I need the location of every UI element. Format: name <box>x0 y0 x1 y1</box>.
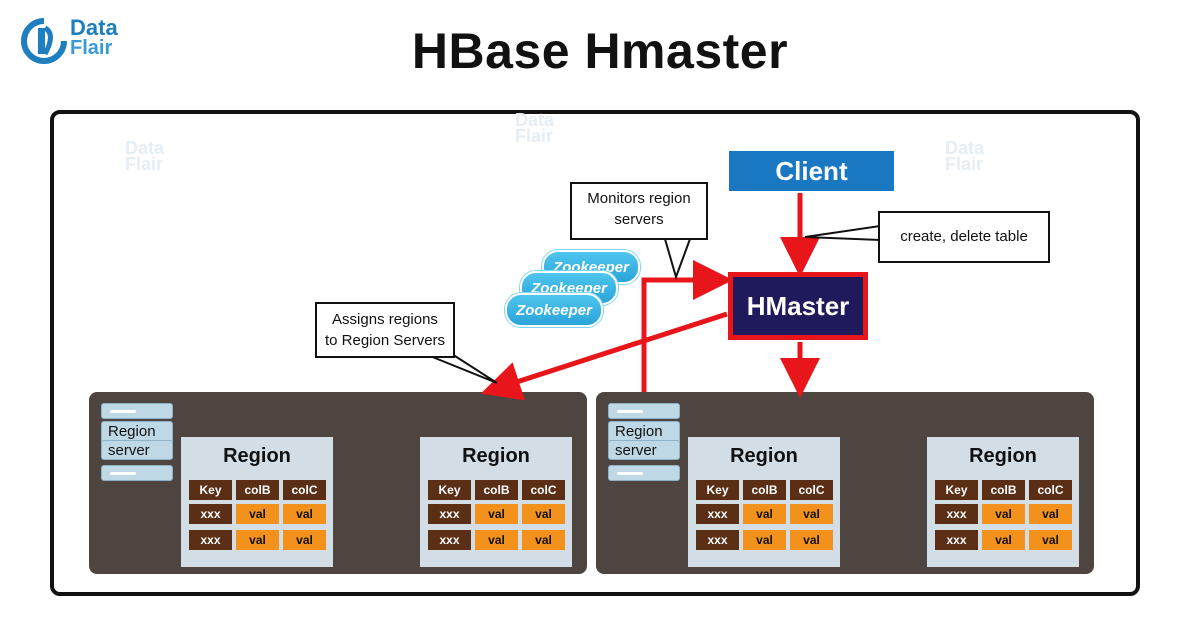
region-server-box: Region server Region Key colB colC xxx v… <box>596 392 1094 574</box>
header-colb: colB <box>743 480 786 500</box>
header-colc: colC <box>283 480 326 500</box>
server-rack-icon <box>101 403 173 419</box>
dataflair-logo: Data Flair <box>20 14 140 66</box>
server-rack-icon <box>608 403 680 419</box>
cell-key: xxx <box>696 530 739 550</box>
cell-val: val <box>743 504 786 524</box>
header-colb: colB <box>236 480 279 500</box>
region-title: Region <box>223 445 291 467</box>
callout-assigns-regions: Assigns regions to Region Servers <box>315 302 455 358</box>
callout-assign-line2: to Region Servers <box>324 332 446 349</box>
cell-val: val <box>522 504 565 524</box>
cell-val: val <box>236 504 279 524</box>
region-box: Region Key colB colC xxx val val xxx val… <box>181 437 333 567</box>
region-title: Region <box>969 445 1037 467</box>
header-key: Key <box>696 480 739 500</box>
dataflair-logo-text: Data Flair <box>70 15 118 59</box>
arrow-hmaster-to-left-server <box>480 311 728 401</box>
cell-val: val <box>236 530 279 550</box>
callout-create-delete-table: create, delete table <box>878 211 1050 263</box>
page-title: HBase Hmaster <box>411 23 789 79</box>
server-rack-icon <box>608 465 680 481</box>
cell-val: val <box>1029 504 1072 524</box>
cell-key: xxx <box>189 504 232 524</box>
cell-val: val <box>1029 530 1072 550</box>
cell-val: val <box>743 530 786 550</box>
callout-monitors-region-servers: Monitors region servers <box>570 182 708 240</box>
region-server-label-2: server <box>101 440 173 460</box>
cell-key: xxx <box>935 504 978 524</box>
dataflair-logo-icon <box>21 17 68 64</box>
header-colc: colC <box>790 480 833 500</box>
callout-monitor-line1: Monitors region <box>587 190 691 207</box>
header-colb: colB <box>475 480 518 500</box>
header-key: Key <box>428 480 471 500</box>
cell-val: val <box>475 504 518 524</box>
cell-val: val <box>982 504 1025 524</box>
region-title: Region <box>462 445 530 467</box>
header-key: Key <box>935 480 978 500</box>
callout-pointer-monitor <box>663 238 692 281</box>
zookeeper-node: Zookeeper <box>505 293 603 327</box>
cell-val: val <box>790 530 833 550</box>
cell-val: val <box>475 530 518 550</box>
cell-key: xxx <box>428 530 471 550</box>
callout-assign-line1: Assigns regions <box>332 311 438 328</box>
cell-key: xxx <box>189 530 232 550</box>
region-box: Region Key colB colC xxx val val xxx val… <box>688 437 840 567</box>
cell-val: val <box>283 530 326 550</box>
cell-key: xxx <box>428 504 471 524</box>
callout-pointer-assign <box>429 355 498 384</box>
region-title: Region <box>730 445 798 467</box>
logo-line2: Flair <box>70 37 113 59</box>
arrow-monitor-region-servers <box>641 260 733 392</box>
header-key: Key <box>189 480 232 500</box>
cell-key: xxx <box>696 504 739 524</box>
region-box: Region Key colB colC xxx val val xxx val… <box>420 437 572 567</box>
header-colb: colB <box>982 480 1025 500</box>
cell-val: val <box>283 504 326 524</box>
header-colc: colC <box>1029 480 1072 500</box>
cell-key: xxx <box>935 530 978 550</box>
logo-line1: Data <box>70 15 118 40</box>
hmaster-box: HMaster <box>728 272 868 340</box>
callout-monitor-line2: servers <box>614 211 664 228</box>
cell-val: val <box>790 504 833 524</box>
client-box: Client <box>729 151 894 191</box>
cell-val: val <box>522 530 565 550</box>
cell-val: val <box>982 530 1025 550</box>
server-rack-icon <box>101 465 173 481</box>
region-box: Region Key colB colC xxx val val xxx val… <box>927 437 1079 567</box>
region-server-label-2: server <box>608 440 680 460</box>
region-server-box: Region server Region Key colB colC xxx v… <box>89 392 587 574</box>
header-colc: colC <box>522 480 565 500</box>
callout-pointer-create <box>804 224 881 242</box>
